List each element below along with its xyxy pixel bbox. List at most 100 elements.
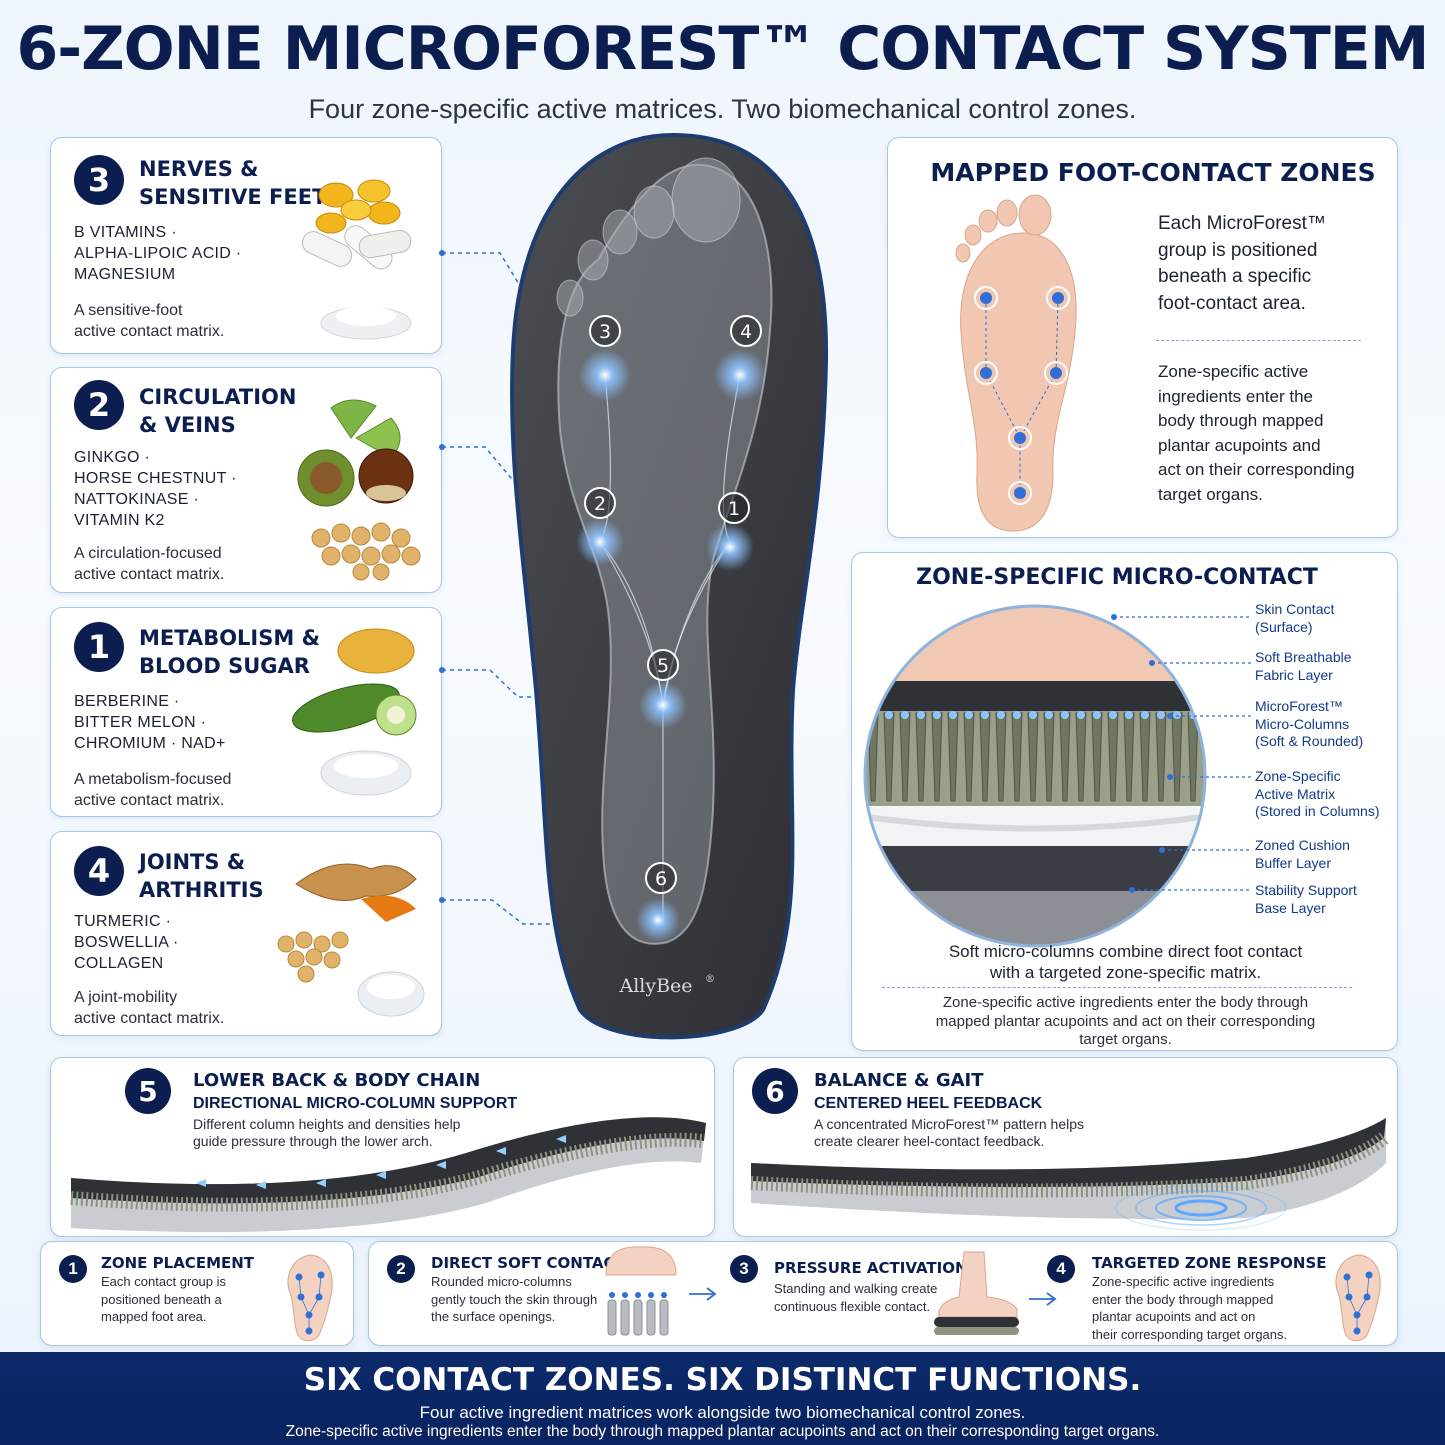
zone-card-ingredients: GINKGO · HORSE CHESTNUT · NATTOKINASE · …	[74, 449, 237, 529]
insole-zone-label: 6	[655, 868, 667, 890]
step-number-badge: 2	[387, 1255, 415, 1283]
micro-column-tip	[1173, 711, 1181, 719]
page-subtitle: Four zone-specific active matrices. Two …	[308, 94, 1137, 124]
ginkgo-chestnut-illustration	[297, 399, 421, 581]
zone-number-badge: 6	[752, 1068, 798, 1114]
step-card-1: 1 ZONE PLACEMENT Each contact group is p…	[40, 1241, 354, 1346]
zone-card-title: CIRCULATION & VEINS	[139, 385, 297, 437]
micro-column-tip	[1013, 711, 1021, 719]
insole-zone-label: 5	[657, 655, 669, 677]
zone-card-ingredients: TURMERIC · BOSWELLIA · COLLAGEN	[74, 913, 179, 972]
micro-column-tip	[1093, 711, 1101, 719]
insole-zone-label: 2	[594, 493, 606, 515]
zone-card-subtitle: CENTERED HEEL FEEDBACK	[814, 1095, 1043, 1112]
layer-label-micro-columns: MicroForest™ Micro-Columns (Soft & Round…	[1255, 698, 1364, 749]
micro-column-tip	[965, 711, 973, 719]
turmeric-illustration	[277, 863, 425, 1017]
zone-card-description: A concentrated MicroForest™ pattern help…	[814, 1116, 1085, 1149]
bitter-melon-illustration	[292, 628, 417, 796]
insole-illustration: 3 4 2 1 5 6 AllyBee ®	[510, 132, 829, 1040]
layer-label-base: Stability Support Base Layer	[1255, 882, 1357, 916]
zone-card-nerves: 3 NERVES & SENSITIVE FEET B VITAMINS · A…	[50, 137, 442, 354]
micro-column-tip	[885, 711, 893, 719]
micro-column-tip	[1125, 711, 1133, 719]
zone-number-badge: 1	[74, 622, 124, 672]
zone-number-badge: 5	[125, 1068, 171, 1114]
zone-number-badge: 3	[74, 155, 124, 205]
banner-line-2: Zone-specific active ingredients enter t…	[285, 1423, 1160, 1440]
step-number-badge: 3	[730, 1255, 758, 1283]
micro-contact-card: ZONE-SPECIFIC MICRO-CONTACT Skin Contact…	[851, 552, 1398, 1051]
zone-card-description: A circulation-focused active contact mat…	[74, 545, 225, 583]
zone-card-ingredients: B VITAMINS · ALPHA-LIPOIC ACID · MAGNESI…	[74, 224, 242, 283]
zone-card-ingredients: BERBERINE · BITTER MELON · CHROMIUM · NA…	[74, 693, 226, 752]
insole-zone-label: 1	[728, 498, 740, 520]
insole-zone-label: 4	[740, 321, 752, 343]
arrow-right-icon	[1029, 1292, 1057, 1306]
layer-leader-lines	[1111, 614, 1252, 893]
step-description: Zone-specific active ingredients enter t…	[1092, 1274, 1288, 1342]
micro-column-tip	[1141, 711, 1149, 719]
micro-column-tip	[917, 711, 925, 719]
direct-contact-icon	[605, 1246, 677, 1336]
micro-column-tip	[1029, 711, 1037, 719]
zone-card-circulation: 2 CIRCULATION & VEINS GINKGO · HORSE CHE…	[50, 367, 442, 593]
micro-column-tip	[1045, 711, 1053, 719]
step-description: Each contact group is positioned beneath…	[101, 1274, 227, 1324]
mapped-zones-text: Each MicroForest™ group is positioned be…	[1158, 213, 1326, 314]
bottom-banner: SIX CONTACT ZONES. SIX DISTINCT FUNCTION…	[0, 1352, 1445, 1445]
supplement-capsules-illustration	[301, 179, 412, 340]
zone-card-metabolism: 1 METABOLISM & BLOOD SUGAR BERBERINE · B…	[50, 607, 442, 817]
micro-column-tip	[949, 711, 957, 719]
step-title: PRESSURE ACTIVATION	[774, 1259, 968, 1277]
zone-number-badge: 2	[74, 380, 124, 430]
layer-label-active-matrix: Zone-Specific Active Matrix (Stored in C…	[1255, 768, 1380, 819]
foot-zone-placement-icon	[287, 1254, 333, 1342]
micro-column-tip	[1109, 711, 1117, 719]
micro-column-tip	[901, 711, 909, 719]
step-number-badge: 4	[1047, 1255, 1075, 1283]
divider	[882, 987, 1352, 988]
micro-column-tip	[997, 711, 1005, 719]
mapped-zones-card: MAPPED FOOT-CONTACT ZONES Each MicroFore…	[887, 137, 1398, 538]
step-description: Standing and walking create continuous f…	[774, 1281, 938, 1314]
insole-side-profile-heel	[750, 1118, 1389, 1231]
layer-label-cushion: Zoned Cushion Buffer Layer	[1255, 837, 1350, 871]
step-title: TARGETED ZONE RESPONSE	[1092, 1254, 1327, 1272]
zone-card-balance: 6 BALANCE & GAIT CENTERED HEEL FEEDBACK …	[733, 1057, 1398, 1237]
brand-registered-mark: ®	[705, 974, 715, 985]
micro-contact-title: ZONE-SPECIFIC MICRO-CONTACT	[916, 565, 1318, 590]
foot-target-response-icon	[1335, 1254, 1381, 1342]
zone-card-joints: 4 JOINTS & ARTHRITIS TURMERIC · BOSWELLI…	[50, 831, 442, 1036]
mapped-zones-title: MAPPED FOOT-CONTACT ZONES	[930, 158, 1376, 187]
insole-zone-label: 3	[599, 321, 611, 343]
banner-headline: SIX CONTACT ZONES. SIX DISTINCT FUNCTION…	[303, 1362, 1142, 1398]
micro-contact-caption: Soft micro-columns combine direct foot c…	[948, 942, 1303, 982]
zone-card-title: NERVES & SENSITIVE FEET	[139, 157, 327, 209]
layer-label-skin: Skin Contact (Surface)	[1255, 601, 1335, 635]
brand-logo: AllyBee	[618, 975, 692, 997]
micro-column-cross-section	[863, 604, 1207, 948]
mapped-zones-detail: Zone-specific active ingredients enter t…	[1158, 362, 1355, 504]
micro-column-tip	[933, 711, 941, 719]
banner-line-1: Four active ingredient matrices work alo…	[419, 1403, 1026, 1422]
step-title: DIRECT SOFT CONTACT	[431, 1254, 625, 1272]
zone-card-title: JOINTS & ARTHRITIS	[139, 850, 264, 902]
zone-card-description: Different column heights and densities h…	[193, 1116, 461, 1149]
zone-card-description: A metabolism-focused active contact matr…	[74, 771, 232, 809]
step-description: Rounded micro-columns gently touch the s…	[431, 1274, 598, 1324]
micro-column-tip	[981, 711, 989, 719]
insole-side-profile-arch	[70, 1117, 706, 1233]
zone-card-title: METABOLISM & BLOOD SUGAR	[139, 626, 320, 678]
micro-column-tip	[1157, 711, 1165, 719]
zone-card-lower-back: 5 LOWER BACK & BODY CHAIN DIRECTIONAL MI…	[50, 1057, 715, 1237]
zone-card-description: A sensitive-foot active contact matrix.	[74, 302, 225, 340]
zone-card-description: A joint-mobility active contact matrix.	[74, 989, 225, 1027]
step-title: ZONE PLACEMENT	[101, 1254, 255, 1272]
page-title: 6-ZONE MICROFOREST™ CONTACT SYSTEM	[16, 14, 1429, 84]
zone-card-title: BALANCE & GAIT	[814, 1070, 984, 1091]
micro-column-tip	[1061, 711, 1069, 719]
zone-card-subtitle: DIRECTIONAL MICRO-COLUMN SUPPORT	[193, 1095, 518, 1112]
foot-sole-map-illustration	[955, 194, 1077, 532]
arrow-right-icon	[689, 1287, 717, 1301]
